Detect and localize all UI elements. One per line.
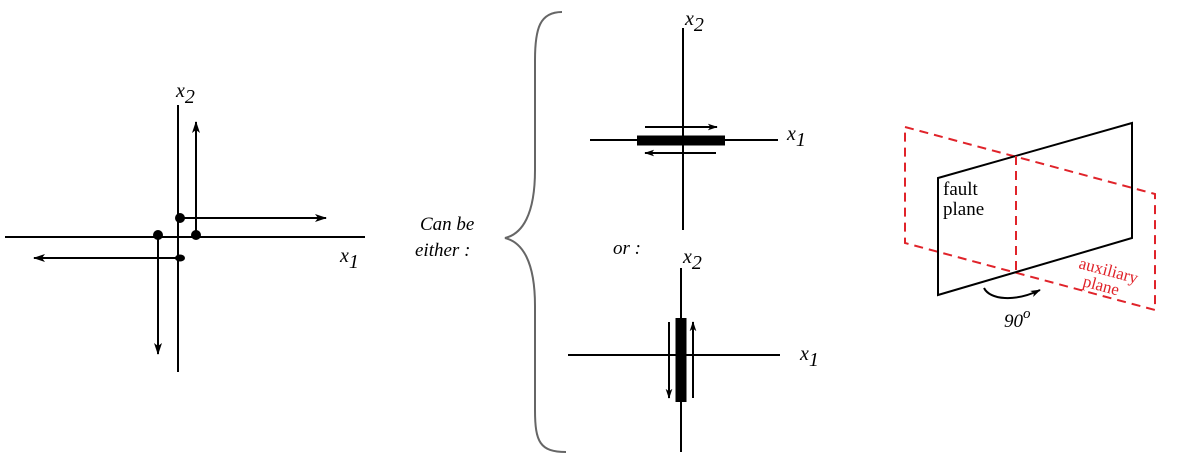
bottom-x1-subscript: 1 — [809, 349, 819, 371]
caption-line1: Can be — [420, 214, 474, 235]
top-x1-label: x1 — [786, 123, 806, 151]
caption-line2: either : — [415, 240, 470, 261]
angle-degree-sup: o — [1023, 306, 1031, 322]
curly-brace — [504, 11, 567, 453]
left-dot-right — [191, 230, 201, 240]
middle-bottom-diagram: x2 x1 — [568, 246, 819, 452]
auxiliary-plane — [904, 125, 1156, 312]
top-x1-subscript: 1 — [796, 129, 806, 151]
fault-plane — [937, 121, 1133, 297]
bottom-x1-label: x1 — [799, 343, 819, 371]
middle-top-diagram: x2 x1 — [590, 8, 806, 230]
left-x2-label: x2 — [175, 80, 195, 108]
left-panel: x2 x1 — [5, 80, 365, 372]
left-x2-subscript: 2 — [185, 86, 195, 108]
left-x1-label: x1 — [339, 245, 359, 273]
left-x1-subscript: 1 — [349, 251, 359, 273]
rotation-arrow — [983, 287, 1041, 300]
bottom-x2-label: x2 — [682, 246, 702, 274]
bottom-x2-subscript: 2 — [692, 252, 702, 274]
top-x2-subscript: 2 — [694, 14, 704, 36]
or-label: or : — [613, 238, 641, 259]
angle-label: 90o — [1004, 306, 1031, 332]
right-panel: fault plane auxiliary plane 90o — [904, 121, 1156, 332]
middle-panel: Can be either : or : x2 x1 — [415, 8, 819, 453]
left-dot-left — [153, 230, 163, 240]
top-x2-label: x2 — [684, 8, 704, 36]
fault-label-line1: fault — [943, 179, 979, 200]
fault-label-line2: plane — [943, 199, 984, 220]
